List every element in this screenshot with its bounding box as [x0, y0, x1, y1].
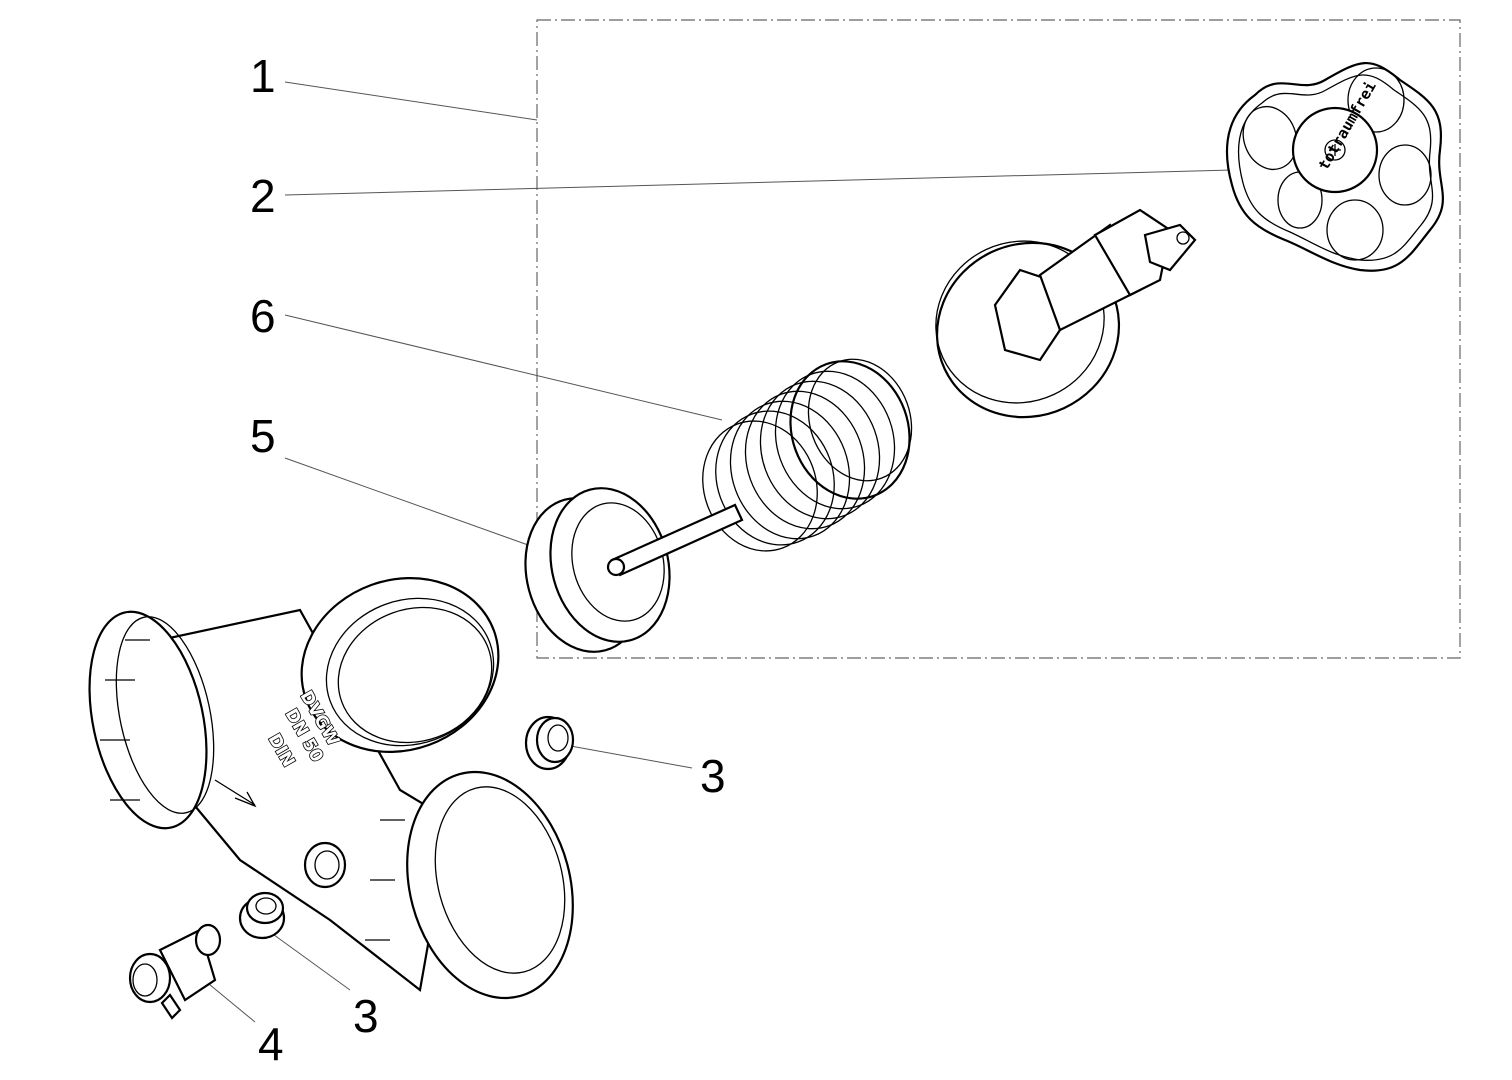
- plug-right: [524, 715, 575, 771]
- callout-5: 5: [250, 410, 276, 462]
- callout-3-right: 3: [700, 750, 726, 802]
- spring: [702, 358, 913, 552]
- inlet-union-nut: [88, 610, 208, 830]
- valve-disc: [524, 487, 744, 653]
- drain-valve: [128, 923, 222, 1020]
- leader-3b: [269, 931, 351, 991]
- leader-lines: [197, 81, 1233, 1023]
- callout-6: 6: [250, 290, 276, 342]
- leader-1: [284, 81, 538, 121]
- leader-6: [284, 314, 723, 421]
- callout-3-bottom: 3: [353, 990, 379, 1042]
- outlet-port: [406, 770, 574, 1000]
- valve-body: DVGW DN 50 DIN: [88, 577, 574, 1000]
- callout-2: 2: [250, 170, 276, 222]
- handwheel: totraumfrei: [1225, 62, 1444, 272]
- bonnet-flange: [300, 577, 500, 753]
- plug-bottom: [238, 891, 286, 940]
- leader-2: [284, 169, 1233, 196]
- leader-5: [284, 457, 557, 556]
- spindle-bonnet: [935, 208, 1197, 419]
- callout-1: 1: [250, 50, 276, 102]
- assembly-group-frame: [536, 19, 1461, 659]
- callout-4: 4: [258, 1018, 284, 1070]
- leader-3a: [564, 744, 693, 769]
